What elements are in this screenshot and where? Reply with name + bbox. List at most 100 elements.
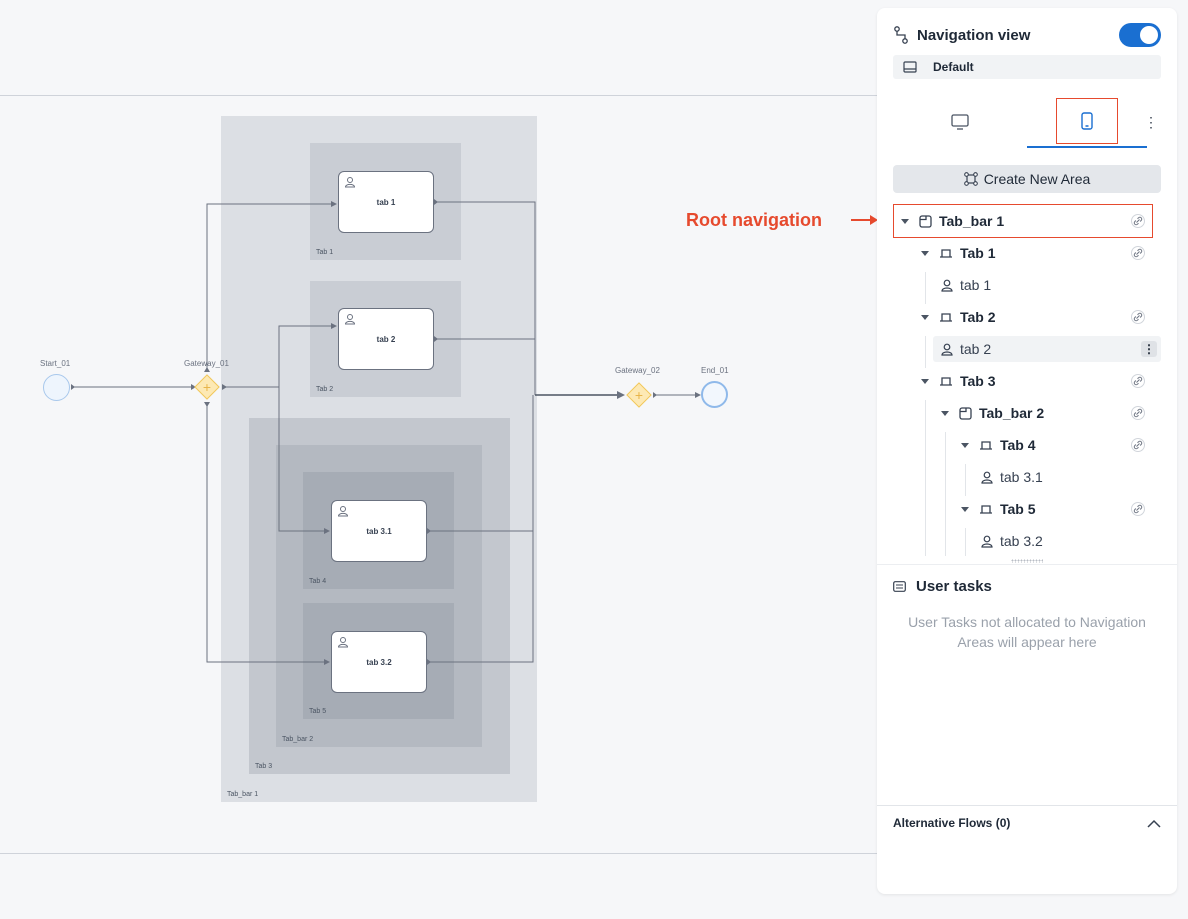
tree-item-label: tab 3.2: [1000, 533, 1043, 549]
tree-item-task-tab-3-2[interactable]: tab 3.2: [981, 528, 1161, 554]
default-label: Default: [933, 60, 974, 74]
caret-down-icon[interactable]: [941, 410, 949, 416]
navigation-panel: Navigation view Default ⋮: [877, 8, 1177, 894]
task-tab-3-1[interactable]: tab 3.1: [331, 500, 427, 562]
link-icon[interactable]: [1131, 406, 1145, 420]
tree-item-label: Tab_bar 1: [939, 213, 1005, 229]
tab-icon: [940, 377, 952, 386]
navigation-view-icon: [894, 26, 908, 44]
link-icon[interactable]: [1131, 502, 1145, 516]
tab-bar-icon: [959, 406, 972, 420]
alternative-flows-title: Alternative Flows (0): [893, 816, 1011, 830]
link-icon[interactable]: [1131, 438, 1145, 452]
user-icon: [344, 177, 356, 188]
tab-bar-icon: [919, 214, 932, 228]
sequence-flows: [71, 199, 701, 665]
alternative-flows-header[interactable]: Alternative Flows (0): [893, 813, 1161, 833]
area-label: Tab 4: [309, 578, 327, 585]
annotation-arrow-icon: [851, 215, 878, 225]
caret-down-icon[interactable]: [921, 314, 929, 320]
tree-item-label: Tab_bar 2: [979, 405, 1045, 421]
task-label: tab 3.1: [366, 526, 392, 536]
tree-item-tab-1[interactable]: Tab 1: [921, 240, 1161, 266]
mobile-icon: [1081, 112, 1093, 130]
root-navigation-annotation: Root navigation: [686, 210, 822, 230]
gateway-01-label: Gateway_01: [184, 359, 229, 368]
tree-item-tab-bar-2[interactable]: Tab_bar 2: [941, 400, 1161, 426]
process-canvas[interactable]: Tab_bar 1 Tab 1 Tab 2 Tab 3 Tab_bar 2 Ta…: [0, 0, 877, 919]
lane-top-border: [0, 95, 877, 96]
default-layout-selector[interactable]: Default: [893, 55, 1161, 79]
task-tab-3-2[interactable]: tab 3.2: [331, 631, 427, 693]
more-options-icon[interactable]: ⋮: [1144, 113, 1158, 130]
caret-down-icon[interactable]: [901, 218, 909, 224]
tree-item-task-tab-2[interactable]: tab 2: [941, 336, 1121, 362]
user-tasks-title: User tasks: [916, 577, 992, 595]
task-label: tab 3.2: [366, 657, 392, 667]
section-divider: [877, 564, 1177, 565]
link-icon[interactable]: [1131, 374, 1145, 388]
start-event[interactable]: [43, 374, 70, 401]
tree-item-label: Tab 5: [1000, 501, 1036, 517]
tree-item-label: Tab 2: [960, 309, 996, 325]
create-area-icon: [963, 172, 978, 186]
tab-desktop[interactable]: [893, 96, 1027, 148]
panel-resize-handle[interactable]: [1011, 559, 1043, 563]
navigation-view-header: Navigation view: [893, 16, 1161, 54]
gateway-plus-icon: +: [202, 379, 212, 395]
end-event[interactable]: [701, 381, 728, 408]
tab-icon: [980, 441, 992, 450]
caret-down-icon[interactable]: [961, 442, 969, 448]
navigation-view-title: Navigation view: [917, 26, 1031, 44]
tree-item-label: Tab 3: [960, 373, 996, 389]
display-icon: [903, 61, 917, 73]
tree-item-label: Tab 4: [1000, 437, 1036, 453]
tree-item-tab-3[interactable]: Tab 3: [921, 368, 1161, 394]
tree-item-task-tab-3-1[interactable]: tab 3.1: [981, 464, 1161, 490]
area-label: Tab_bar 1: [227, 791, 259, 798]
gateway-02-label: Gateway_02: [615, 366, 660, 375]
area-label: Tab 2: [316, 386, 334, 393]
caret-down-icon[interactable]: [961, 506, 969, 512]
link-icon[interactable]: [1131, 246, 1145, 260]
platform-tabs: ⋮: [893, 96, 1161, 148]
user-icon: [337, 637, 349, 648]
caret-down-icon[interactable]: [921, 378, 929, 384]
chevron-up-icon[interactable]: [1147, 819, 1161, 828]
tree-item-tab-5[interactable]: Tab 5: [961, 496, 1161, 522]
mobile-tab-highlight: [1056, 98, 1118, 144]
list-icon: [893, 580, 906, 592]
user-icon: [981, 471, 993, 484]
desktop-icon: [951, 114, 969, 130]
tree-item-tab-2[interactable]: Tab 2: [921, 304, 1161, 330]
tree-item-tab-4[interactable]: Tab 4: [961, 432, 1161, 458]
user-tasks-empty-message: User Tasks not allocated to Navigation A…: [908, 614, 1146, 650]
user-tasks-header: User tasks: [893, 576, 992, 596]
tab-icon: [980, 505, 992, 514]
tree-guide: [925, 400, 926, 556]
task-tab-2[interactable]: tab 2: [338, 308, 434, 370]
link-icon[interactable]: [1131, 310, 1145, 324]
user-icon: [941, 279, 953, 292]
tab-icon: [940, 249, 952, 258]
row-more-icon[interactable]: ⋮: [1141, 341, 1157, 357]
tree-item-label: tab 1: [960, 277, 992, 293]
tree-guide: [965, 528, 966, 556]
tree-item-tab-bar-1[interactable]: Tab_bar 1: [901, 208, 1161, 234]
tree-item-task-tab-1[interactable]: tab 1: [941, 272, 1161, 298]
link-icon[interactable]: [1131, 214, 1145, 228]
user-icon: [337, 506, 349, 517]
tree-guide: [925, 272, 926, 304]
create-new-area-button[interactable]: Create New Area: [893, 165, 1161, 193]
navigation-view-toggle[interactable]: [1119, 23, 1161, 47]
tab-mobile[interactable]: [1027, 96, 1147, 148]
tree-guide: [945, 432, 946, 556]
task-label: tab 2: [376, 334, 396, 344]
user-icon: [941, 343, 953, 356]
area-label: Tab_bar 2: [282, 736, 314, 743]
caret-down-icon[interactable]: [921, 250, 929, 256]
navigation-tree: ⋮ Tab_bar 1 Tab 1 tab 1: [877, 204, 1177, 556]
area-label: Tab 3: [255, 763, 273, 770]
task-tab-1[interactable]: tab 1: [338, 171, 434, 233]
task-label: tab 1: [376, 197, 396, 207]
